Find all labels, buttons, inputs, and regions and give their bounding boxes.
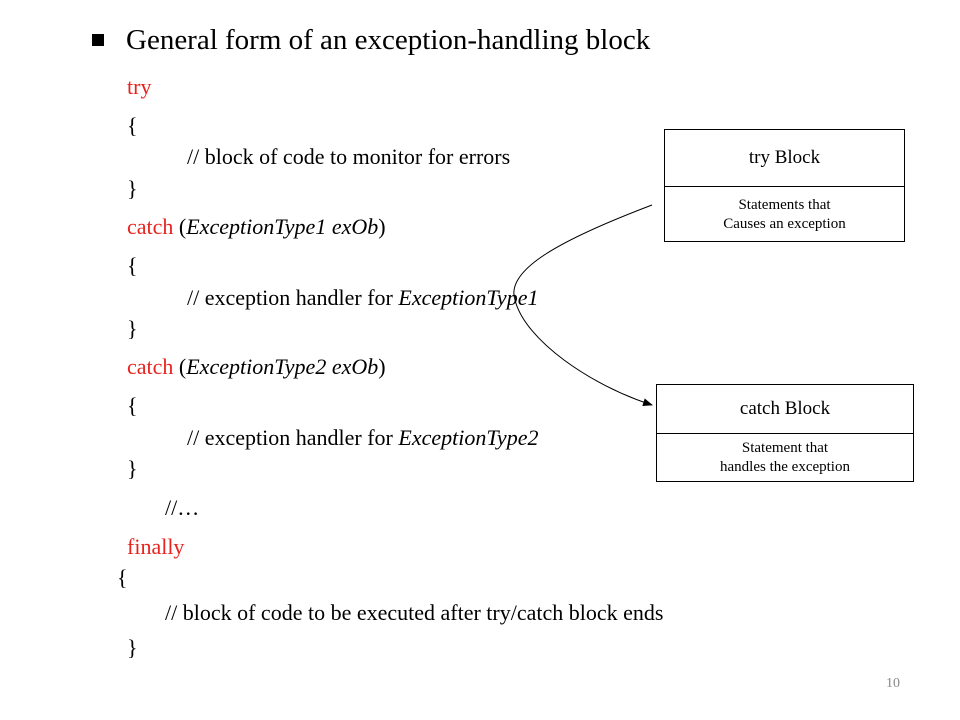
page-number: 10 — [886, 676, 900, 691]
try-keyword: try — [127, 74, 152, 99]
finally-keyword: finally — [127, 534, 185, 559]
brace-open-finally: { — [117, 565, 128, 590]
brace-close-catch2: } — [127, 456, 138, 481]
catch-block-title: catch Block — [657, 385, 913, 434]
catch1-keyword: catch — [127, 214, 174, 239]
brace-close-catch1: } — [127, 316, 138, 341]
comment-monitor: // block of code to monitor for errors — [187, 144, 511, 169]
bullet-square-icon — [92, 34, 104, 46]
ellipsis-comment: //… — [165, 495, 200, 520]
comment-handler2-prefix: // exception handler for — [187, 425, 399, 450]
catch2-line: catch (ExceptionType2 exOb) — [127, 354, 386, 380]
try-block-body-line2: Causes an exception — [723, 215, 846, 232]
comment-handler1-type: ExceptionType1 — [398, 285, 539, 310]
comment-handler1: // exception handler for ExceptionType1 — [187, 285, 538, 311]
catch2-param: ExceptionType2 exOb — [186, 354, 379, 379]
catch-block-box: catch Block Statement that handles the ex… — [656, 384, 914, 482]
try-block-title: try Block — [665, 130, 904, 187]
try-block-body-line1: Statements that — [738, 196, 831, 213]
brace-open-catch2: { — [127, 393, 138, 418]
comment-handler1-prefix: // exception handler for — [187, 285, 399, 310]
brace-open-catch1: { — [127, 253, 138, 278]
brace-close-finally: } — [127, 635, 138, 660]
comment-handler2-type: ExceptionType2 — [398, 425, 539, 450]
comment-finally: // block of code to be executed after tr… — [165, 600, 664, 625]
brace-close-try: } — [127, 176, 138, 201]
catch1-line: catch (ExceptionType1 exOb) — [127, 214, 386, 240]
catch-block-body-line1: Statement that — [741, 440, 829, 456]
catch-block-body-line2: handles the exception — [720, 459, 850, 475]
catch1-paren-close: ) — [378, 214, 386, 239]
catch2-paren-open: ( — [173, 354, 187, 379]
catch-block-body: Statement that handles the exception — [657, 434, 913, 482]
catch2-keyword: catch — [127, 354, 174, 379]
catch2-paren-close: ) — [378, 354, 386, 379]
arrow-curve — [513, 204, 653, 407]
catch1-paren-open: ( — [173, 214, 187, 239]
slide-heading: General form of an exception-handling bl… — [126, 24, 651, 56]
brace-open-try: { — [127, 113, 138, 138]
comment-handler2: // exception handler for ExceptionType2 — [187, 425, 538, 451]
catch1-param: ExceptionType1 exOb — [186, 214, 379, 239]
